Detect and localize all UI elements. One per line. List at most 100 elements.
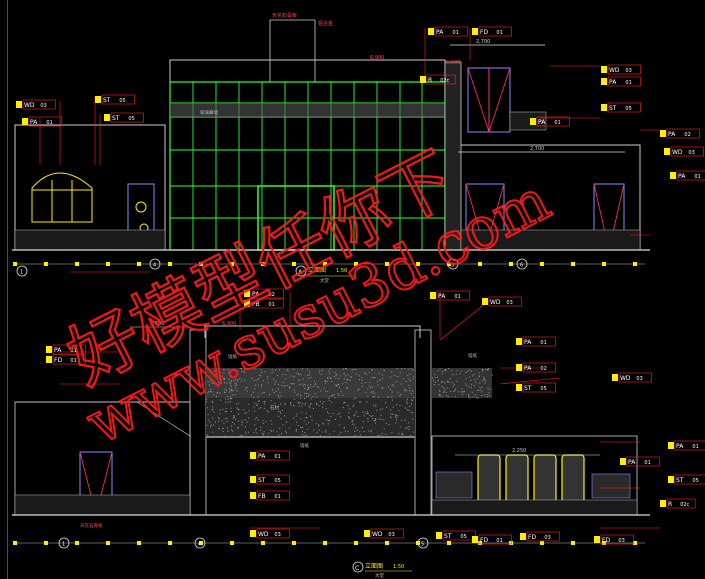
tag-number: 05 [274,478,280,484]
tag-code: PA [668,131,676,138]
tag-code: PA [436,29,444,36]
material-tag: WD 03 [482,296,522,307]
tag-code: PA [54,347,62,354]
material-tag: PA 02 [516,362,556,373]
right-wing-outline [461,144,641,250]
tag-number: 02c [440,78,449,84]
right-column-c [414,329,432,516]
tag-number: 01 [496,538,502,544]
tag-code: FD [528,534,536,541]
tag-code: FB [252,301,260,308]
tag-number: 02 [268,292,274,298]
tag-code: WD [672,149,683,156]
arched-window [31,172,93,223]
tag-code: ST [103,97,111,104]
svg-text:墙纸: 墙纸 [228,353,237,360]
tag-code: WD [620,375,631,382]
tag-code: FD [480,537,488,544]
tag-number: 01 [692,444,698,450]
material-tag: FD 03 [594,534,634,545]
left-base-a [14,229,166,251]
material-tag: FD 03 [520,531,560,542]
svg-text:天花石膏板: 天花石膏板 [272,12,297,19]
material-tag: ST 05 [250,474,290,485]
tag-code: PA [609,79,617,86]
tag-number: 01 [452,30,458,36]
tag-code: ST [524,385,532,392]
svg-text:玻璃幕墙: 玻璃幕墙 [200,109,218,116]
tag-code: ST [444,533,452,540]
view-c-title: 立面图 [365,562,383,570]
tag-number: 01 [274,454,280,460]
dim-top-span: 2,700 [476,39,490,45]
tag-code: ST [609,105,617,112]
svg-text:墙纸: 墙纸 [300,442,309,449]
tag-number: 03 [618,538,624,544]
grid-marker-top-4 [149,258,161,270]
tag-code: PA [676,443,684,450]
tag-number: 03 [544,535,550,541]
elevation-c: 石材 墙纸 墙纸 墙纸 天花石膏板 2,700 6,900 2,250 C 立面… [12,292,660,579]
dim-bottom-span: 2,700 [150,321,164,327]
grid-marker-bottom-5-label: 5 [421,542,424,548]
tag-number: 01 [268,302,274,308]
tag-code: PA [538,119,546,126]
material-tag: PA 02 [244,288,284,299]
view-a-title: 立面图 [308,266,326,274]
dim-top-elev-right: 6,800 [446,60,460,66]
tag-number: 01 [274,494,280,500]
tag-code: ST [258,477,266,484]
tag-number: 05 [119,98,125,104]
tag-code: PA [438,293,446,300]
view-c-marker: C [355,565,359,572]
tag-number: 05 [128,116,134,122]
tag-code: PA [30,119,38,126]
svg-text:铝合金: 铝合金 [318,20,333,27]
tag-number: 01 [625,80,631,86]
tag-code: PA [524,365,532,372]
material-tag: PA 01 [601,76,641,87]
tag-number: 01 [694,174,700,180]
left-ruler [0,0,8,579]
material-tag: PA 01 [428,26,468,37]
tag-code: PA [252,291,260,298]
tag-number: 02 [540,366,546,372]
tag-code: R [428,77,432,84]
material-tag: R 02c [420,74,456,85]
tag-code: FD [602,537,610,544]
dim-bottom-right: 2,250 [512,448,526,454]
tag-number: 01 [540,340,546,346]
tag-number: 03 [506,300,512,306]
svg-text:墙纸: 墙纸 [468,352,477,359]
material-tag: PA 01 [668,440,705,451]
material-tag: PA 01 [46,344,86,355]
grid-marker-bottom-1 [58,537,70,549]
tag-code: PA [524,339,532,346]
grid-marker-top-4-label: 4 [153,263,156,269]
tag-code: WD [490,299,501,306]
tag-number: 05 [540,386,546,392]
tag-code: FD [54,357,62,364]
material-tag: ST 05 [516,382,556,393]
dimension-ticks [13,262,637,545]
svg-text:石材: 石材 [270,404,279,411]
view-c-sub: 大堂 [375,572,384,579]
tag-number: 01 [70,348,76,354]
tag-code: WD [258,531,269,538]
grid-marker-top-6 [516,258,528,270]
hatch-band-1 [206,368,415,398]
